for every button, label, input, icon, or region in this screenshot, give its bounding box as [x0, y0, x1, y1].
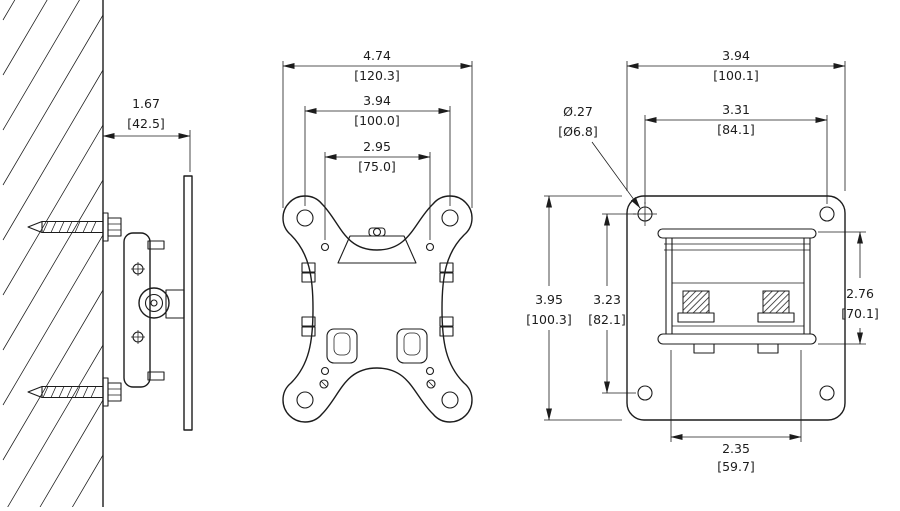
dim-vesa-75-in: 2.95: [363, 139, 391, 154]
side-latch-tabs: [301, 262, 454, 337]
wall-hatching: [2, 0, 104, 511]
extension-lines: [626, 61, 846, 191]
screw-base-right: [757, 312, 795, 323]
center-mark: [131, 330, 145, 344]
dim-overall-width: 4.74 [120.3]: [282, 48, 473, 208]
dim-vesa-100: 3.94 [100.0]: [304, 93, 451, 206]
latch-tab-top: [368, 227, 386, 237]
dim-hole-span-vertical: 3.23 [82.1]: [588, 213, 636, 394]
dim-bracket-height: 2.76 [70.1]: [818, 231, 879, 345]
dim-wall-standoff-mm: [42.5]: [127, 116, 165, 131]
dim-vesa-75: 2.95 [75.0]: [324, 139, 431, 240]
clip-left: [326, 328, 358, 364]
extension-lines: [670, 350, 802, 442]
mount-hole-br: [819, 385, 835, 401]
vesa-plate-outline: [282, 195, 473, 423]
clip-tab-right: [757, 343, 779, 354]
dim-hole-span-v-in: 3.23: [593, 292, 621, 307]
tension-screw-right: [762, 290, 790, 314]
dim-plate-height-mm: [100.3]: [526, 312, 572, 327]
wall-bracket-body: [123, 232, 151, 388]
dim-overall-width-in: 4.74: [363, 48, 391, 63]
corner-hole-tr: [441, 209, 459, 227]
dim-vesa-100-in: 3.94: [363, 93, 391, 108]
extension-lines: [544, 195, 622, 421]
vesa-plate-edge: [183, 175, 193, 431]
extension-lines: [324, 152, 431, 240]
latch-screw: [372, 227, 382, 237]
extension-lines: [644, 115, 828, 204]
center-mark: [131, 262, 145, 276]
dim-plate-height-in: 3.95: [535, 292, 563, 307]
mount-hole-tr: [819, 206, 835, 222]
dim-vesa-100-mm: [100.0]: [354, 113, 400, 128]
side-view: 1.67 [42.5]: [2, 0, 193, 511]
pivot-knob-center: [150, 299, 158, 307]
bottom-rail-rod: [657, 333, 817, 345]
center-mark: [633, 202, 657, 226]
mount-hole-bl: [637, 385, 653, 401]
dim-vesa-75-mm: [75.0]: [358, 159, 396, 174]
rear-view: 3.94 [100.1] 3.31 [84.1] Ø.27 [Ø6.8] 3.9…: [526, 48, 879, 474]
hex-head: [107, 217, 122, 237]
lag-screw-bottom: [27, 377, 122, 407]
dim-hole-span-horizontal: 3.31 [84.1]: [644, 102, 828, 204]
washer: [102, 212, 109, 242]
vesa75-hole-br: [425, 366, 435, 376]
vesa75-hole-tl: [320, 242, 330, 252]
washer: [102, 377, 109, 407]
dim-plate-width-mm: [100.1]: [713, 68, 759, 83]
vesa75-hole-bl: [320, 366, 330, 376]
extension-lines: [304, 106, 451, 206]
mount-bracket-side: [123, 175, 193, 431]
corner-hole-br: [441, 391, 459, 409]
extension-lines: [282, 61, 473, 208]
tilt-bracket-trapezoid: [337, 235, 417, 264]
dim-hole-span-h-in: 3.31: [722, 102, 750, 117]
dim-slot-span: 2.35 [59.7]: [670, 350, 802, 474]
dim-wall-standoff: 1.67 [42.5]: [102, 96, 191, 172]
screw-base-left: [677, 312, 715, 323]
dim-hole-dia-mm: [Ø6.8]: [558, 124, 597, 139]
pivot-knob-mid: [144, 293, 164, 313]
corner-hole-bl: [296, 391, 314, 409]
wall-plate-outline: [626, 195, 846, 421]
tension-screw-left: [682, 290, 710, 314]
dim-slot-span-mm: [59.7]: [717, 459, 755, 474]
retainer-screws: [319, 379, 436, 389]
bracket-stub-bottom: [147, 371, 165, 381]
hex-head: [107, 382, 122, 402]
bracket-mechanism: [657, 228, 817, 354]
callout-hole-diameter: Ø.27 [Ø6.8]: [558, 104, 641, 209]
clip-right: [396, 328, 428, 364]
front-view: 4.74 [120.3] 3.94 [100.0] 2.95 [75.0]: [282, 48, 473, 423]
pivot-knob-outer: [138, 287, 170, 319]
vesa75-hole-tr: [425, 242, 435, 252]
dim-plate-width: 3.94 [100.1]: [626, 48, 846, 191]
dim-bracket-height-mm: [70.1]: [841, 306, 879, 321]
dim-plate-height: 3.95 [100.3]: [526, 195, 622, 421]
leader-line: [591, 141, 641, 209]
corner-hole-tl: [296, 209, 314, 227]
dim-overall-width-mm: [120.3]: [354, 68, 400, 83]
dim-hole-dia-in: Ø.27: [563, 104, 593, 119]
screw-threads: [42, 386, 97, 398]
dim-hole-span-h-mm: [84.1]: [717, 122, 755, 137]
dim-hole-span-v-mm: [82.1]: [588, 312, 626, 327]
dim-plate-width-in: 3.94: [722, 48, 750, 63]
side-rails: [665, 238, 811, 334]
dim-wall-standoff-in: 1.67: [132, 96, 160, 111]
dim-slot-span-in: 2.35: [722, 441, 750, 456]
bracket-stub-top: [147, 240, 165, 250]
top-rail-rod: [657, 228, 817, 239]
lag-screw-top: [27, 212, 122, 242]
screw-threads: [42, 221, 97, 233]
clip-tab-left: [693, 343, 715, 354]
dim-bracket-height-in: 2.76: [846, 286, 874, 301]
